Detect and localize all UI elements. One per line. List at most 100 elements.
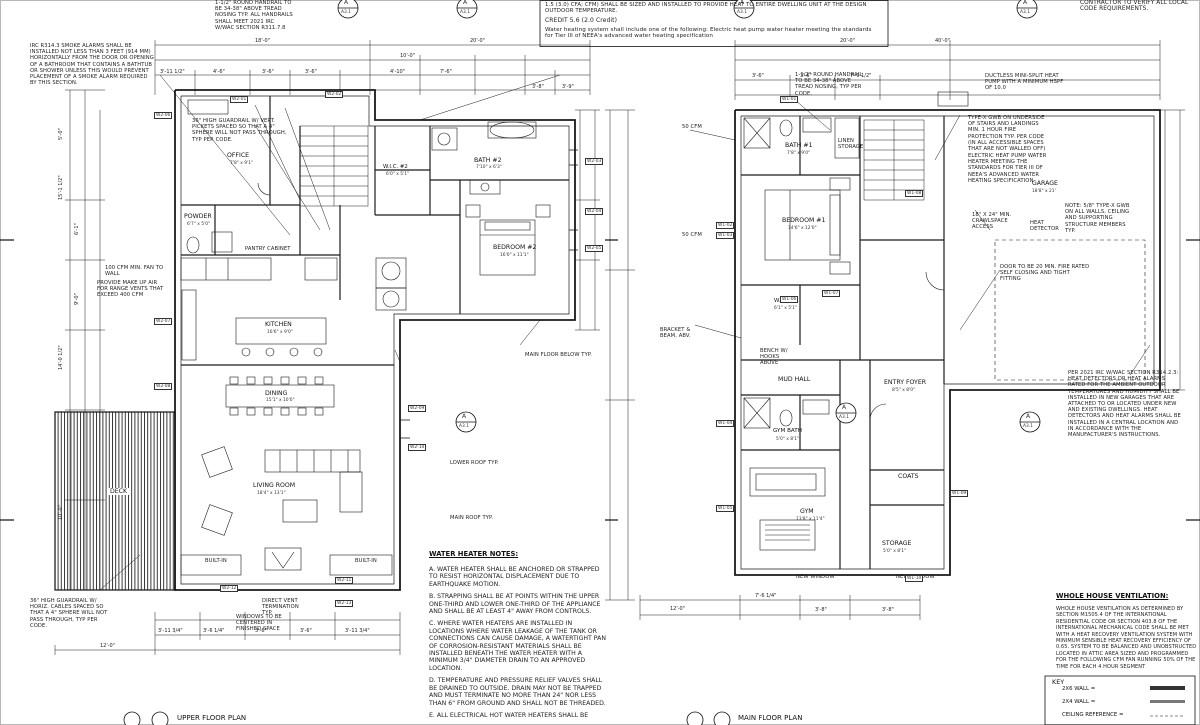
- window-tag: W1-04: [716, 420, 735, 427]
- section-marker-letter: A: [463, 0, 468, 6]
- window-tag: W1-02: [716, 222, 735, 229]
- cfm-note: 50 CFM: [682, 232, 702, 238]
- room-label: OFFICE: [227, 152, 250, 159]
- room-size: 16'0" x 11'1": [500, 253, 529, 258]
- room-size: 13'8" x 11'4": [796, 517, 825, 522]
- heat-detector-note: PER 2021 IRC W/WAC SECTION R314.2.3: HEA…: [1068, 370, 1181, 439]
- crawlspace-note: 18" X 24" MIN. CRAWLSPACE ACCESS: [972, 212, 1012, 231]
- fan-note: 100 CFM MIN. FAN TO WALL: [105, 265, 164, 278]
- window-tag: W2-05: [585, 245, 604, 252]
- water-heater-note-item: E. ALL ELECTRICAL HOT WATER HEATERS SHAL…: [429, 711, 589, 719]
- top-right-note: CONTRACTOR TO VERIFY ALL LOCAL CODE REQU…: [1080, 0, 1189, 13]
- room-label: GARAGE: [1032, 180, 1058, 187]
- lower-roof-note: LOWER ROOF TYP.: [450, 460, 499, 466]
- main-floor-plan: [605, 40, 1185, 620]
- room-label: BEDROOM #1: [782, 217, 826, 224]
- room-size: 6'7" x 5'0": [187, 222, 211, 227]
- room-label: STORAGE: [882, 540, 912, 547]
- window-tag: W2-06: [154, 112, 173, 119]
- window-tag: W1-01: [780, 96, 799, 103]
- window-tag: W1-05: [716, 505, 735, 512]
- key-item: 2X4 WALL =: [1062, 699, 1096, 705]
- handrail-note: 1-1/2" ROUND HANDRAIL TO BE 34-38" ABOVE…: [215, 0, 293, 31]
- room-label: MUD HALL: [778, 376, 811, 383]
- room-label: DECK: [108, 488, 130, 495]
- window-tag: W2-10: [408, 444, 427, 451]
- ventilation-heading: WHOLE HOUSE VENTILATION:: [1056, 592, 1169, 600]
- smoke-alarm-note: IRC R314.3 SMOKE ALARMS SHALL BE INSTALL…: [30, 43, 154, 87]
- room-size: 7'10" x 6'3": [476, 165, 502, 170]
- window-tag: W1-06: [780, 296, 799, 303]
- room-size: 7'8" x 9'1": [230, 161, 254, 166]
- window-tag: W2-02: [325, 91, 344, 98]
- section-marker-sheet: A3.1: [839, 415, 849, 420]
- key-title: KEY: [1052, 678, 1065, 686]
- room-label: GYM: [800, 508, 814, 515]
- dimension: 3'-8": [815, 607, 827, 613]
- gwb-note: NOTE: 5/8" TYPE-X GWB ON ALL WALLS, CEIL…: [1065, 203, 1130, 234]
- dimension: 3'-11 3/4": [158, 628, 183, 634]
- window-center-note: WINDOWS TO BE CENTERED IN FINISHED SPACE: [236, 614, 282, 633]
- dimension: 7'-0 1/2": [850, 73, 872, 79]
- dimension: 4'-6": [213, 69, 225, 75]
- window-tag: W2-11: [335, 577, 354, 584]
- section-marker-letter: A: [462, 413, 467, 420]
- dimension: 10'-0": [58, 504, 64, 520]
- dimension: 3'-8": [532, 84, 544, 90]
- main-floor-below-note: MAIN FLOOR BELOW TYP.: [525, 352, 592, 358]
- fire-door-note: DOOR TO BE 20 MIN. FIRE RATED SELF CLOSI…: [1000, 264, 1090, 283]
- section-marker-letter: A: [1026, 413, 1031, 420]
- window-tag: W1-09: [950, 490, 969, 497]
- room-size: 16'6" x 9'0": [267, 330, 293, 335]
- room-size: 18'8" x 21': [1032, 189, 1056, 194]
- window-tag: W1-08: [905, 190, 924, 197]
- room-size: 8'5" x 8'0": [892, 388, 916, 393]
- window-tag: W2-13: [335, 600, 354, 607]
- main-handrail-note: 1-1/2" ROUND HANDRAIL TO BE 34-38" ABOVE…: [795, 72, 863, 97]
- dimension: 20'-0": [840, 38, 856, 44]
- dimension: 3'-6": [255, 628, 267, 634]
- window-tag: W1-10: [905, 575, 924, 582]
- credit-label: CREDIT 5.6 (2.0 Credit): [545, 17, 618, 24]
- dimension: 4'-10": [390, 69, 406, 75]
- dimension: 14'-0 1/2": [58, 345, 64, 370]
- dimension: 9'-0": [74, 293, 80, 305]
- room-label: W.I.C. #2: [383, 164, 408, 170]
- room-size: 7'8" x 9'0": [787, 151, 811, 156]
- bench-note: BENCH W/ HOOKS ABOVE: [760, 348, 788, 367]
- water-heater-note-item: D. TEMPERATURE AND PRESSURE RELIEF VALVE…: [429, 677, 606, 707]
- room-label: DINING: [265, 390, 288, 397]
- linen-note: LINEN STORAGE: [838, 138, 864, 151]
- section-marker-sheet: A3.1: [1020, 10, 1030, 15]
- cfm-note: 50 CFM: [682, 124, 702, 130]
- window-tag: W2-03: [585, 158, 604, 165]
- section-marker-sheet: A3.1: [341, 10, 351, 15]
- dimension: 3'-6": [752, 73, 764, 79]
- heat-pump-note: ELECTRIC HEAT PUMP WATER HEATER MEETING …: [968, 153, 1047, 184]
- key-box: [1044, 675, 1196, 725]
- pantry-cabinet-note: PANTRY CABINET: [245, 246, 291, 252]
- room-label: BEDROOM #2: [493, 244, 537, 251]
- dimension: 12'-0": [670, 606, 686, 612]
- built-in-note: BUILT-IN: [205, 558, 227, 564]
- room-label: BATH #2: [474, 157, 502, 164]
- water-heater-notes: A. WATER HEATER SHALL BE ANCHORED OR STR…: [429, 566, 607, 724]
- dimension: 20'-0": [470, 38, 486, 44]
- room-size: 6'0" x 5'1": [386, 172, 410, 177]
- window-tag: W1-07: [822, 290, 841, 297]
- room-size: 5'0" x 8'1": [883, 549, 907, 554]
- key-item: 2X6 WALL =: [1062, 686, 1096, 692]
- dimension: 5'-0": [58, 128, 64, 140]
- room-label: COATS: [898, 473, 919, 480]
- dimension: 40'-0": [935, 38, 951, 44]
- dimension: 7'-6 1/4": [755, 593, 777, 599]
- room-size: 6'1" x 5'1": [774, 306, 798, 311]
- mini-split-note: DUCTLESS MINI-SPLIT HEAT PUMP WITH A MIN…: [985, 73, 1064, 92]
- window-tag: W1-03: [716, 232, 735, 239]
- bracket-beam-note: BRACKET & BEAM, ABV.: [660, 327, 691, 340]
- room-label: LIVING ROOM: [253, 482, 296, 489]
- type-x-gwb-note: TYPE-X GWB ON UNDERSIDE OF STAIRS AND LA…: [968, 115, 1046, 153]
- water-heater-note-item: C. WHERE WATER HEATERS ARE INSTALLED IN …: [429, 620, 606, 672]
